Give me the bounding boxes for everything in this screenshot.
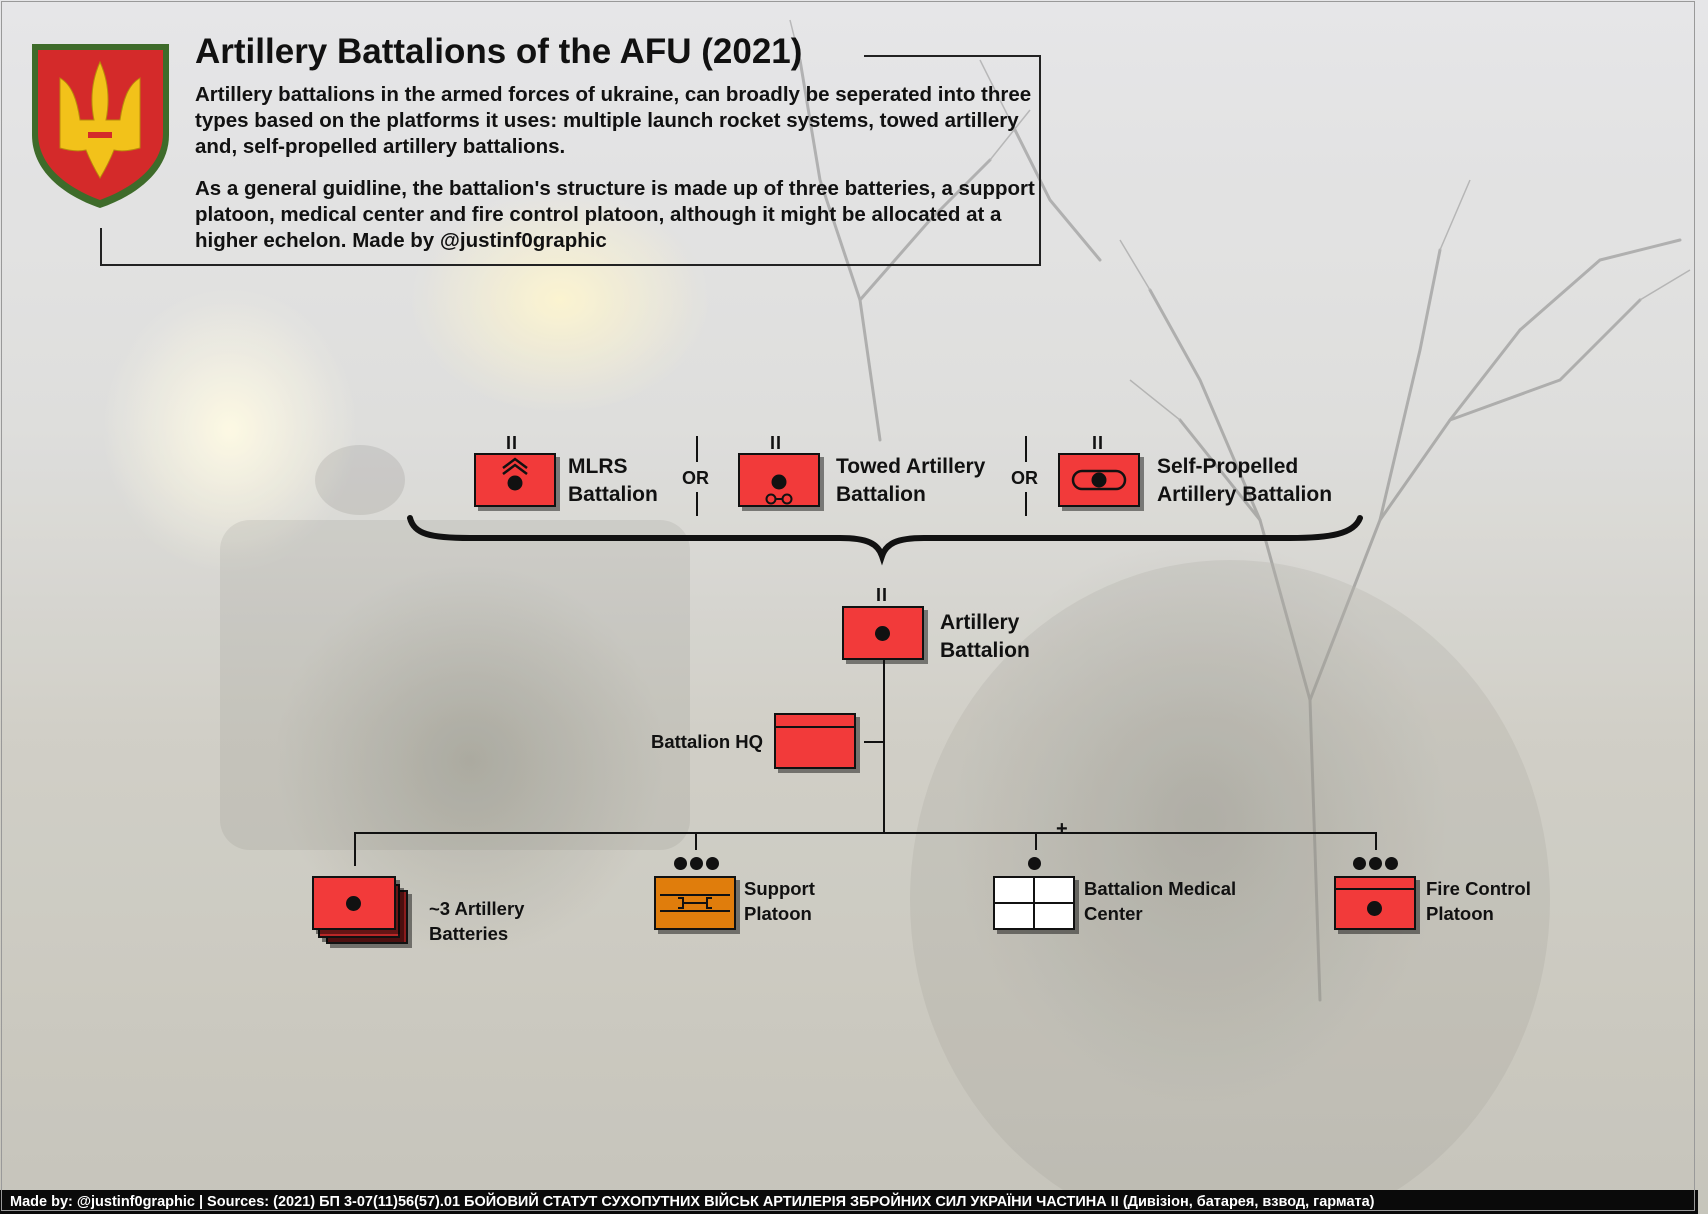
platoon-echelon-dots (1353, 857, 1401, 871)
connector-line (354, 832, 1376, 834)
label-line: Battalion (568, 483, 658, 506)
support-platoon-symbol (654, 876, 736, 930)
connector-line (883, 660, 885, 833)
afu-artillery-emblem (32, 44, 169, 208)
label-line: ~3 Artillery (429, 898, 525, 919)
support-platoon-label: Support Platoon (744, 876, 815, 926)
artillery-batteries-label: ~3 Artillery Batteries (429, 896, 524, 946)
label-line: Artillery Battalion (1157, 483, 1333, 506)
artillery-dot-icon (346, 896, 361, 911)
support-icon (660, 894, 730, 912)
artillery-dot-icon (875, 626, 890, 641)
echelon-dot (1385, 857, 1398, 870)
label-line: Batteries (429, 923, 509, 944)
echelon-marker: II (1092, 433, 1105, 453)
fire-control-line (1336, 888, 1414, 890)
label-line: Support (744, 878, 815, 899)
separator-line (696, 436, 698, 462)
label-line: MLRS (568, 455, 628, 478)
echelon-marker: II (506, 433, 519, 453)
label-line: Battalion (836, 483, 926, 506)
medical-center-label: Battalion Medical Center (1084, 876, 1236, 926)
intro-paragraph: As a general guidline, the battalion's s… (195, 177, 1035, 252)
self-propelled-icon (1071, 469, 1127, 491)
echelon-marker: II (876, 585, 889, 605)
separator-line (696, 492, 698, 516)
medical-cross-icon (995, 878, 1073, 928)
battalion-hq-symbol (774, 713, 856, 769)
platoon-echelon-dots (674, 857, 722, 871)
echelon-dot (706, 857, 719, 870)
echelon-dot (1353, 857, 1366, 870)
connector-line (695, 832, 697, 850)
intro-paragraph: Artillery battalions in the armed forces… (195, 83, 1032, 158)
attachment-mark: + (1056, 818, 1068, 840)
fire-control-platoon-label: Fire Control Platoon (1426, 876, 1531, 926)
medical-center-symbol (993, 876, 1075, 930)
label-line: Fire Control (1426, 878, 1531, 899)
source-footer: Made by: @justinf0graphic | Sources: (20… (0, 1190, 1698, 1214)
towed-label: Towed Artillery Battalion (836, 453, 985, 509)
echelon-dot (674, 857, 687, 870)
or-label: OR (682, 468, 709, 488)
label-line: Towed Artillery (836, 455, 986, 478)
connector-line (354, 832, 356, 866)
artillery-batteries-symbol (312, 876, 396, 930)
intro-text: Artillery battalions in the armed forces… (195, 82, 1035, 270)
connector-line (864, 741, 884, 743)
title-rule (100, 264, 1041, 266)
connector-line (1375, 832, 1377, 850)
self-propelled-battalion-symbol (1058, 453, 1140, 507)
echelon-marker: II (770, 433, 783, 453)
label-line: Platoon (1426, 903, 1494, 924)
echelon-dot (1369, 857, 1382, 870)
mlrs-icon (502, 457, 528, 491)
title-rule (1039, 55, 1041, 265)
page-title: Artillery Battalions of the AFU (2021) (195, 32, 803, 71)
artillery-dot-icon (1367, 901, 1382, 916)
artillery-battalion-symbol (842, 606, 924, 660)
title-rule (100, 228, 102, 265)
separator-line (1025, 436, 1027, 462)
echelon-dot (1028, 857, 1041, 870)
label-line: Battalion Medical (1084, 878, 1237, 899)
hq-staff-line (776, 726, 854, 728)
connector-line (1035, 832, 1037, 850)
label-line: Battalion (940, 639, 1030, 662)
or-label: OR (1011, 468, 1038, 488)
echelon-dot (690, 857, 703, 870)
self-propelled-label: Self-Propelled Artillery Battalion (1157, 453, 1332, 509)
towed-battalion-symbol (738, 453, 820, 507)
label-line: Artillery (940, 611, 1020, 634)
label-line: Platoon (744, 903, 812, 924)
separator-line (1025, 492, 1027, 516)
mlrs-label: MLRS Battalion (568, 453, 658, 509)
label-line: Center (1084, 903, 1143, 924)
fire-control-platoon-symbol (1334, 876, 1416, 930)
label-line: Self-Propelled (1157, 455, 1299, 478)
battalion-hq-label: Battalion HQ (651, 731, 764, 752)
title-rule (864, 55, 1041, 57)
mlrs-battalion-symbol (474, 453, 556, 507)
towed-icon (765, 474, 793, 505)
artillery-battalion-label: Artillery Battalion (940, 609, 1030, 665)
